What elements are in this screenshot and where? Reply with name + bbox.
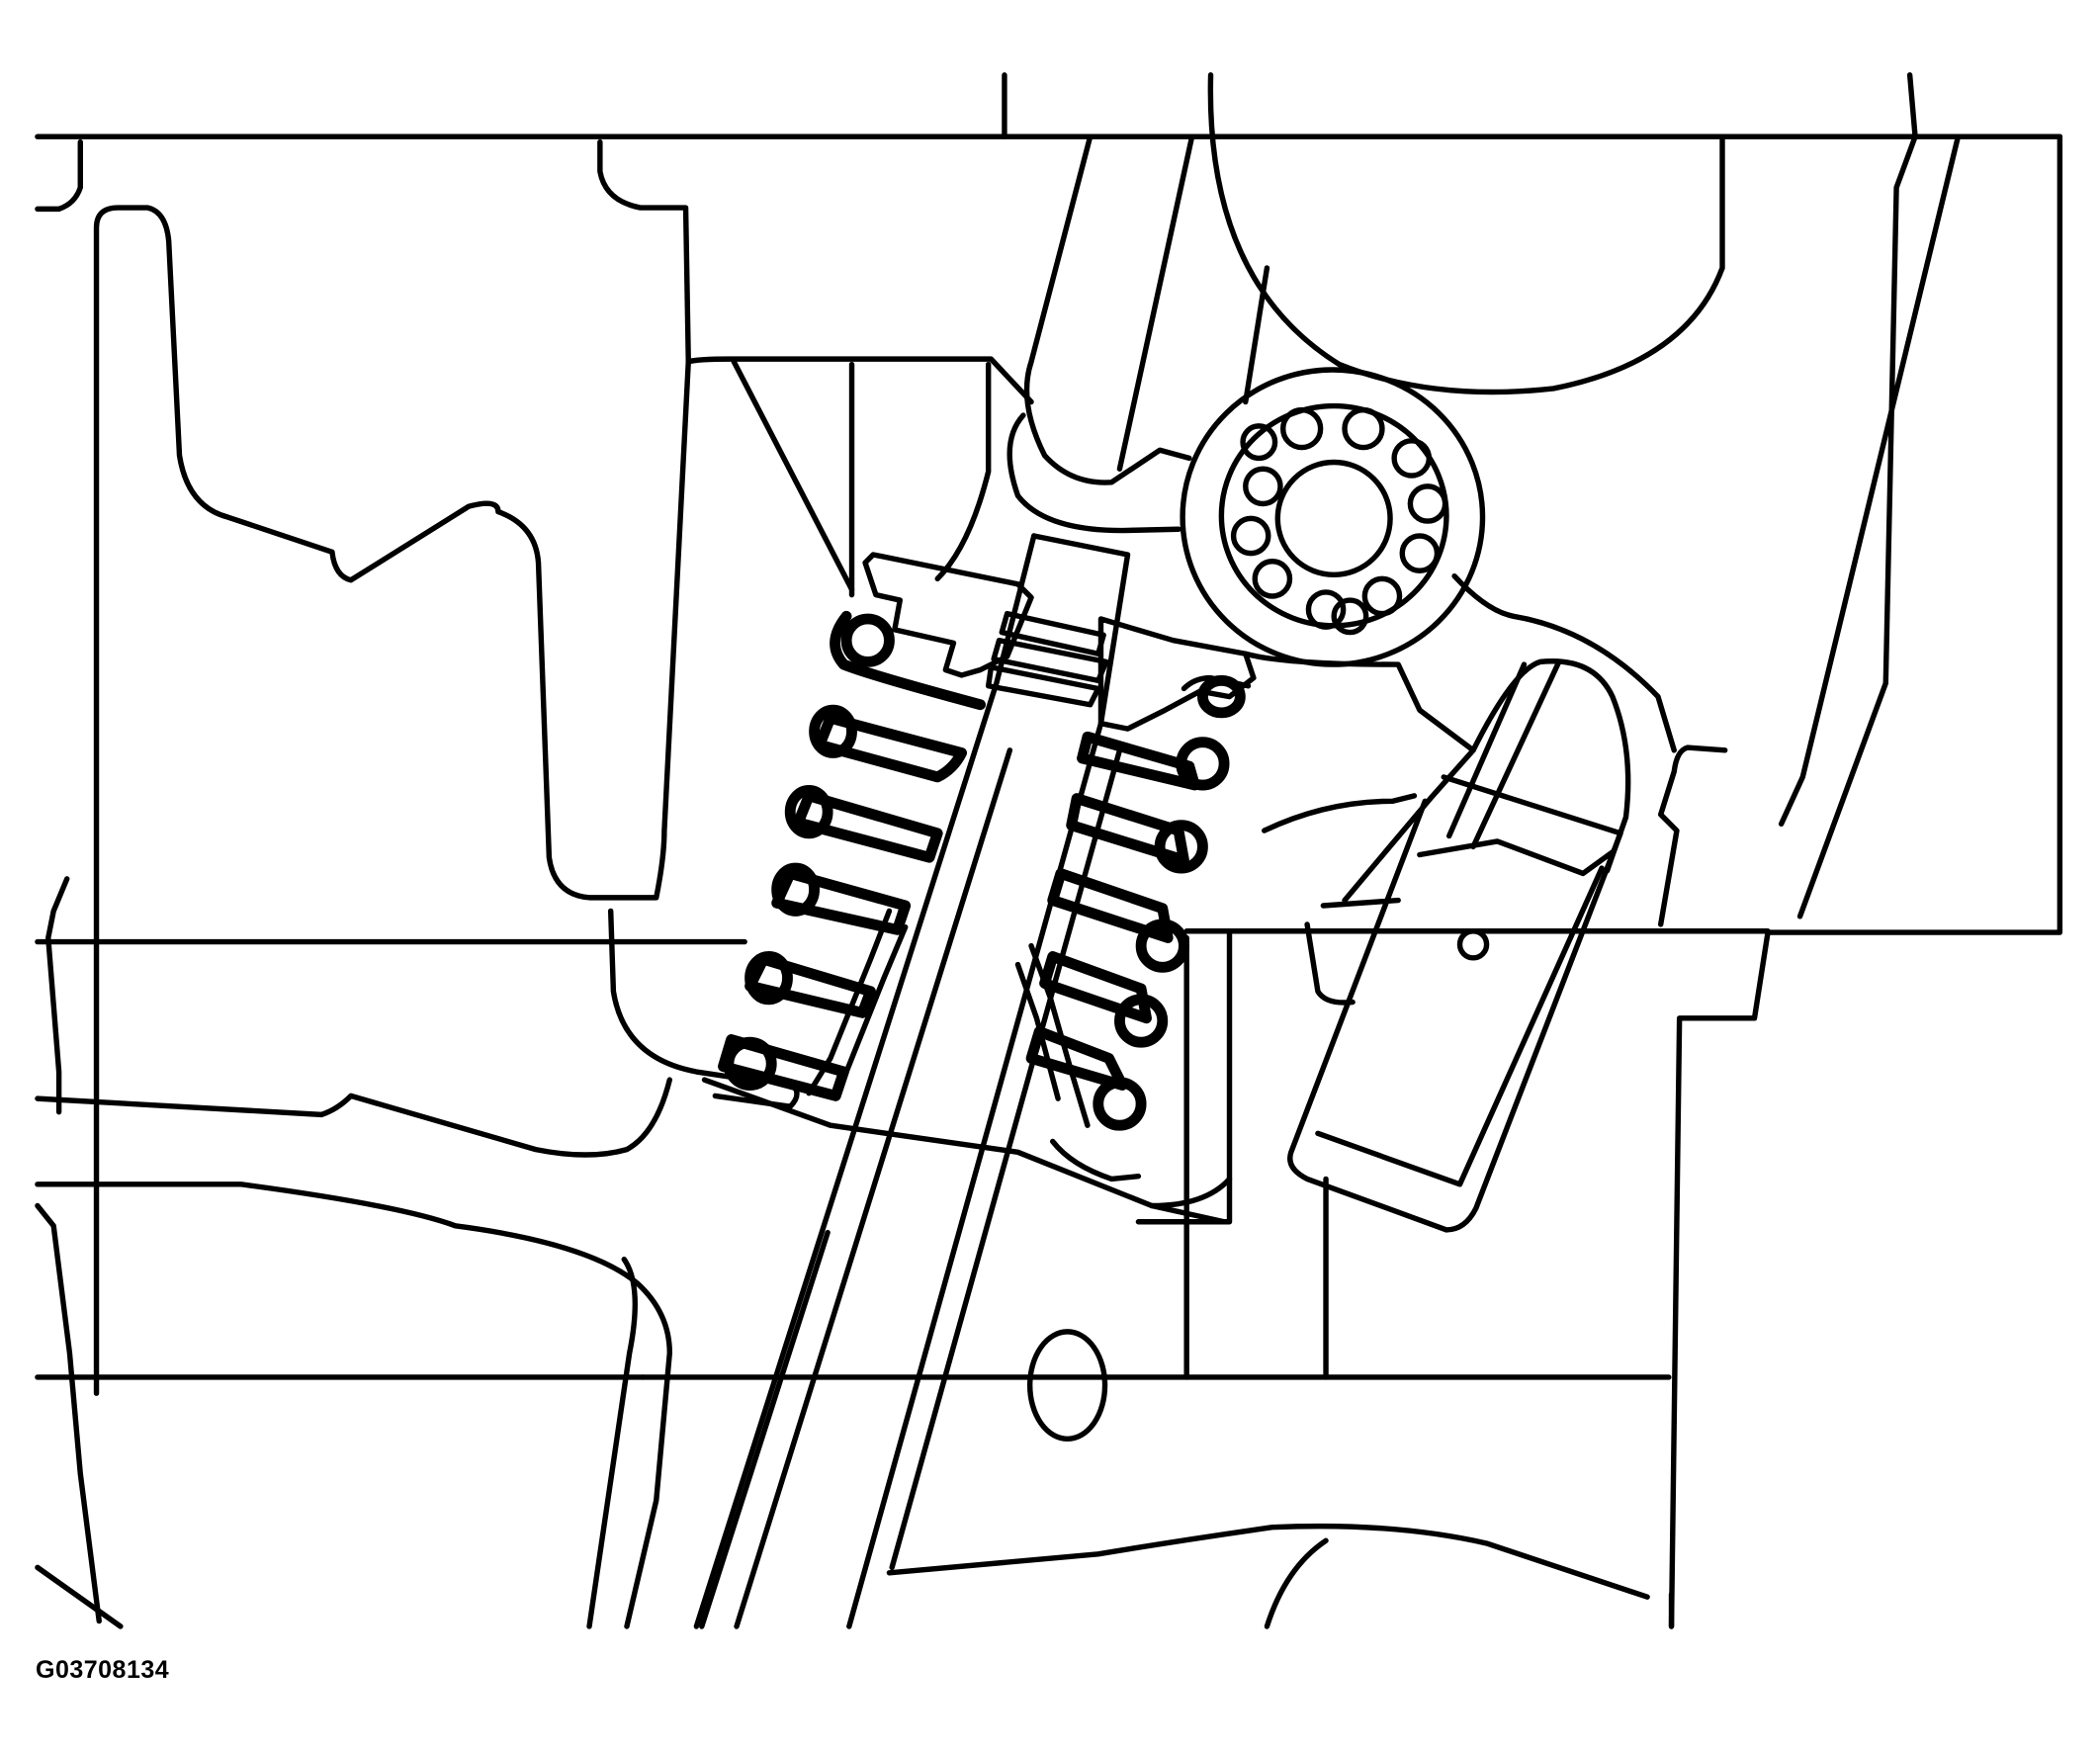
valve-keepers	[985, 610, 1109, 708]
housing-curve	[1149, 1176, 1233, 1209]
camshaft-lobe	[685, 72, 1918, 598]
cylinder-head-casting	[35, 133, 2063, 1629]
roller-bearing	[1180, 367, 1677, 753]
figure-id-label: G03708134	[36, 1656, 170, 1684]
bearing-rollers	[1230, 406, 1448, 636]
rocker-pad	[1262, 658, 1631, 1233]
valve-spring-retainer	[862, 552, 1257, 732]
valve-spring	[701, 610, 1252, 1225]
